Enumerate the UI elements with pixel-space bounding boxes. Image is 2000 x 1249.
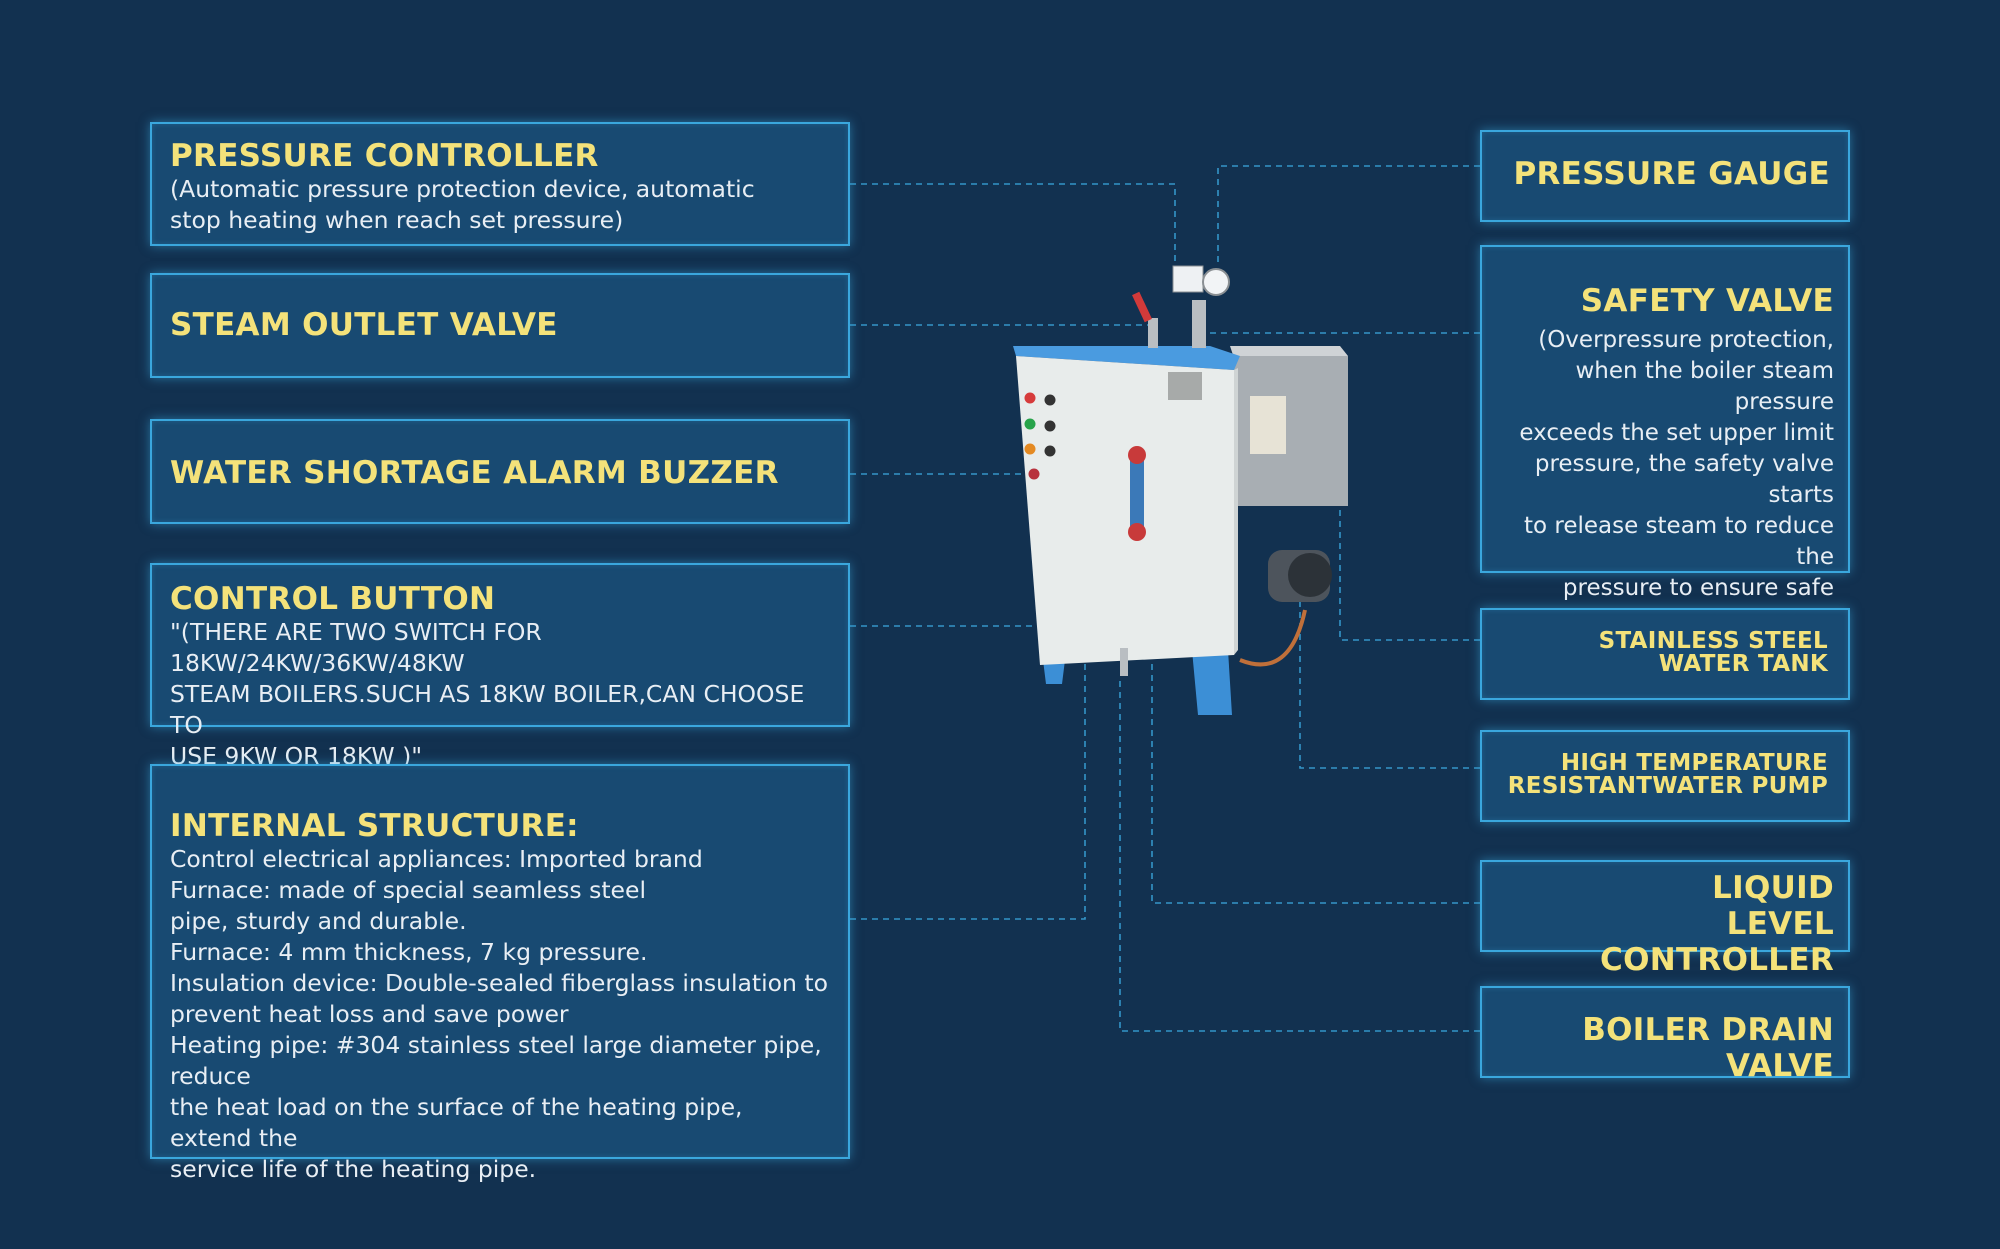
boiler-nameplate bbox=[1168, 372, 1202, 400]
water-pump-fan bbox=[1288, 553, 1332, 597]
callout-title: INTERNAL STRUCTURE: bbox=[170, 808, 579, 844]
callout-control-button: CONTROL BUTTON "(THERE ARE TWO SWITCH FO… bbox=[150, 563, 850, 770]
callout-title: STAINLESS STEEL WATER TANK bbox=[1598, 628, 1828, 677]
gauge-valve-top bbox=[1128, 446, 1146, 464]
pressure-controller-box bbox=[1172, 265, 1204, 293]
callout-pressure-controller: PRESSURE CONTROLLER (Automatic pressure … bbox=[150, 122, 850, 246]
callout-steam-outlet-valve: STEAM OUTLET VALVE bbox=[150, 273, 850, 378]
callout-water-shortage-alarm-buzzer: WATER SHORTAGE ALARM BUZZER bbox=[150, 419, 850, 524]
boiler-leg-right bbox=[1192, 650, 1232, 715]
callout-description: "(THERE ARE TWO SWITCH FOR 18KW/24KW/36K… bbox=[170, 618, 805, 770]
leader-pressure-gauge bbox=[1217, 165, 1480, 262]
drain-valve-pipe bbox=[1120, 648, 1128, 676]
callout-title: CONTROL BUTTON bbox=[170, 581, 496, 617]
leader-pressure-controller bbox=[850, 183, 1176, 270]
callout-description: (Automatic pressure protection device, a… bbox=[170, 175, 755, 234]
water-pump-pipe bbox=[1239, 609, 1307, 667]
callout-title: HIGH TEMPERATURE RESISTANTWATER PUMP bbox=[1507, 750, 1828, 799]
leader-boiler-drain-valve bbox=[1119, 680, 1480, 1032]
callout-title: SAFETY VALVE bbox=[1580, 283, 1834, 319]
leader-water-tank bbox=[1339, 480, 1480, 641]
control-buttons bbox=[1024, 392, 1056, 480]
callout-high-temperature-water-pump: HIGH TEMPERATURE RESISTANTWATER PUMP bbox=[1480, 730, 1850, 822]
leader-control-button bbox=[850, 440, 1056, 627]
water-level-gauge bbox=[1130, 455, 1144, 533]
pressure-gauge-dial bbox=[1202, 268, 1230, 296]
leader-internal-structure bbox=[850, 600, 1086, 920]
water-tank-label bbox=[1250, 396, 1286, 454]
callout-title: WATER SHORTAGE ALARM BUZZER bbox=[170, 455, 779, 491]
callout-title: BOILER DRAIN VALVE bbox=[1582, 1012, 1834, 1084]
boiler-top-panel bbox=[1013, 346, 1240, 370]
callout-safety-valve: SAFETY VALVE (Overpressure protection, w… bbox=[1480, 245, 1850, 632]
boiler-front bbox=[1016, 356, 1234, 665]
safety-valve-body bbox=[1192, 300, 1206, 348]
callout-stainless-steel-water-tank: STAINLESS STEEL WATER TANK bbox=[1480, 608, 1850, 700]
callout-description: (Overpressure protection, when the boile… bbox=[1519, 327, 1834, 632]
leader-liquid-level-controller bbox=[1151, 565, 1480, 904]
callout-title: PRESSURE CONTROLLER bbox=[170, 138, 599, 174]
leader-water-pump bbox=[1299, 600, 1480, 769]
callout-boiler-drain-valve: BOILER DRAIN VALVE bbox=[1480, 986, 1850, 1084]
leader-lines bbox=[850, 165, 1480, 1032]
steam-outlet-valve-handle bbox=[1132, 291, 1152, 323]
callout-liquid-level-controller: LIQUID LEVEL CONTROLLER bbox=[1480, 860, 1850, 978]
gauge-valve-bottom bbox=[1128, 523, 1146, 541]
boiler-side bbox=[1234, 368, 1238, 655]
boiler-illustration bbox=[1013, 265, 1348, 715]
callout-internal-structure: INTERNAL STRUCTURE: Control electrical a… bbox=[150, 764, 850, 1183]
callout-title: LIQUID LEVEL CONTROLLER bbox=[1600, 870, 1834, 978]
callout-description: Control electrical appliances: Imported … bbox=[170, 845, 828, 1183]
callout-pressure-gauge: PRESSURE GAUGE bbox=[1480, 130, 1850, 222]
steam-outlet-pipe bbox=[1148, 318, 1158, 348]
callout-title: PRESSURE GAUGE bbox=[1513, 156, 1830, 192]
callout-title: STEAM OUTLET VALVE bbox=[170, 307, 558, 343]
